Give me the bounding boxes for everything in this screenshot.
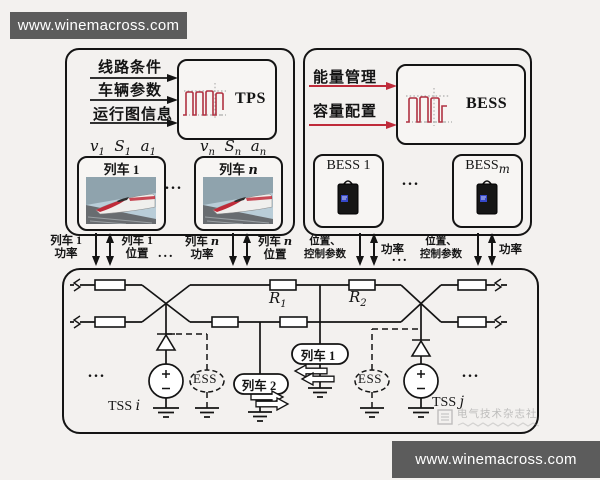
ess-right-ellipse	[354, 369, 390, 393]
mid-label-bessM-power: 功率	[499, 244, 522, 256]
updown-arrow-icon	[243, 233, 251, 266]
bess-input-2: 容量配置	[313, 104, 378, 120]
bess-1-label: BESS 1	[326, 158, 371, 173]
ess-right-label: ESS	[358, 371, 382, 386]
train1-node	[291, 343, 349, 365]
tps-module-box: TPS	[177, 59, 277, 140]
bess-module-label: BESS	[466, 95, 508, 112]
diode-symbols	[155, 333, 432, 357]
watermark-text: www.winemacross.com	[17, 17, 180, 34]
down-arrow-icon	[92, 233, 100, 266]
circuit-train1-label: 列车 1	[300, 349, 336, 363]
train1-variables: v1 S1 a1	[90, 137, 156, 158]
ess-left-ellipse	[189, 369, 225, 393]
tss-i-source	[148, 363, 184, 399]
tps-panel: 线路条件 车辆参数 运行图信息 TPS v1 S1 a1 vn S	[65, 48, 295, 236]
down-arrow-icon	[356, 233, 364, 266]
bess-panel: 能量管理 容量配置 BESS BESS 1	[303, 48, 532, 236]
battery-icon	[337, 180, 359, 215]
right-arrow-icon	[90, 119, 178, 127]
right-arrow-red-icon	[309, 121, 397, 129]
tps-input-1: 线路条件	[98, 60, 163, 76]
bess-1-unit: BESS 1	[313, 154, 384, 228]
mid-label-bessM-control: 位置、控制参数	[420, 236, 462, 260]
tss-i-label: TSS i	[108, 398, 141, 414]
stamp-text: 电气技术杂志社	[457, 408, 538, 420]
stamp-scribble	[457, 422, 540, 427]
watermark-bar-bottom: www.winemacross.com	[392, 441, 600, 478]
trainN-variables: vn Sn an	[200, 137, 267, 158]
train-1-label: 列车 1	[103, 162, 140, 177]
stamp-logo-icon	[437, 409, 453, 425]
updown-arrow-icon	[106, 233, 114, 266]
updown-arrow-icon	[370, 233, 378, 266]
ess-left-label: ESS	[193, 371, 217, 386]
right-arrow-red-icon	[309, 82, 397, 90]
down-arrow-icon	[474, 233, 482, 266]
right-arrow-icon	[90, 96, 178, 104]
circuit-ellipsis-left: ...	[88, 364, 106, 381]
power-profile-waveform-icon	[406, 88, 452, 126]
tss-j-label: TSS j	[432, 394, 464, 410]
updown-arrow-icon	[488, 233, 496, 266]
circuit-train2-label: 列车 2	[241, 379, 277, 393]
resistor-symbols	[94, 279, 487, 328]
mid-ellipsis: ...	[392, 250, 409, 265]
mid-label-bess1-power: 功率	[381, 244, 404, 256]
traction-network-schematic	[70, 278, 507, 422]
right-arrow-icon	[90, 74, 178, 82]
down-arrow-icon	[229, 233, 237, 266]
resistor-r2-label: R2	[349, 288, 367, 309]
traction-network-panel	[62, 268, 539, 434]
train-n-unit: 列车 n	[194, 156, 283, 231]
train-photo	[203, 177, 273, 224]
train-n-label: 列车 n	[219, 162, 258, 178]
tps-input-2: 车辆参数	[98, 83, 163, 99]
bess-ellipsis: ...	[402, 172, 420, 189]
magazine-stamp: 电气技术杂志社	[437, 406, 543, 428]
train-photo	[86, 177, 156, 224]
tss-j-source	[403, 363, 439, 399]
train-1-unit: 列车 1	[77, 156, 166, 231]
battery-icon	[476, 180, 498, 215]
tps-module-label: TPS	[235, 90, 266, 107]
mid-label-bess1-control: 位置、控制参数	[304, 236, 346, 260]
bess-m-label: BESSm	[465, 158, 510, 176]
tps-input-3: 运行图信息	[93, 107, 174, 123]
watermark-bar-top: www.winemacross.com	[10, 12, 187, 39]
bess-input-1: 能量管理	[313, 70, 378, 86]
circuit-ellipsis-right: ...	[462, 364, 480, 381]
power-profile-waveform-icon	[183, 83, 227, 119]
resistor-r1-label: R1	[269, 289, 287, 310]
train-ellipsis: ...	[165, 176, 183, 193]
bess-m-unit: BESSm	[452, 154, 523, 228]
watermark-text: www.winemacross.com	[415, 451, 577, 468]
bess-module-box: BESS	[396, 64, 526, 145]
right-double-arrow-icon	[250, 389, 290, 412]
mid-ellipsis: ...	[158, 246, 175, 261]
left-double-arrow-icon	[293, 363, 335, 387]
